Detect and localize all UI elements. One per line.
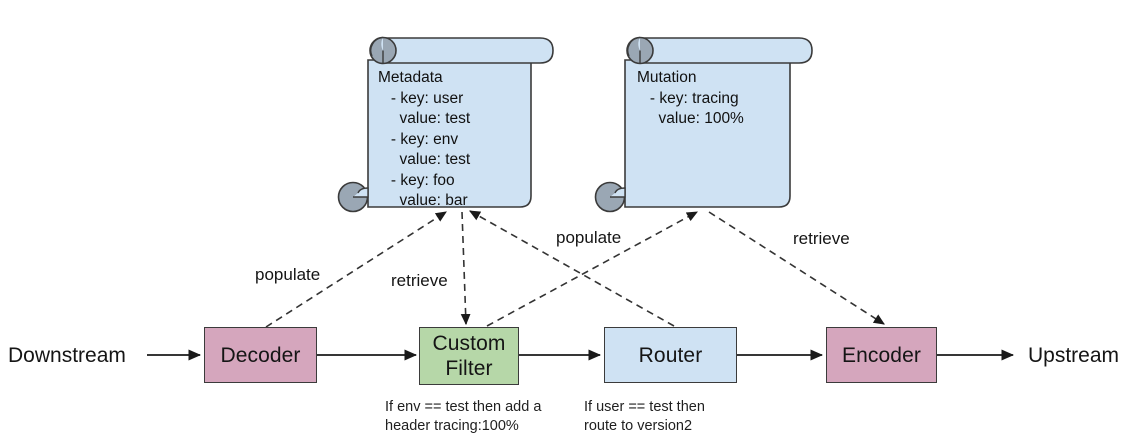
metadata-scroll-shape xyxy=(337,36,554,213)
caption-custom-filter: If env == test then add a header tracing… xyxy=(385,399,542,434)
edge-mutation-to-encoder xyxy=(708,211,885,325)
box-router[interactable]: Router xyxy=(604,327,737,383)
edge-custom-filter-to-mutation xyxy=(486,211,698,327)
endpoint-upstream: Upstream xyxy=(1028,344,1120,367)
box-decoder-label: Decoder xyxy=(220,343,301,367)
edge-label-retrieve-right: retrieve xyxy=(793,229,850,248)
mutation-scroll-shape xyxy=(594,36,813,213)
edge-router-to-metadata xyxy=(469,210,675,327)
box-custom-filter[interactable]: Custom Filter xyxy=(419,327,519,385)
endpoint-downstream: Downstream xyxy=(8,344,126,367)
box-encoder[interactable]: Encoder xyxy=(826,327,937,383)
edge-metadata-to-custom-filter xyxy=(460,211,471,326)
box-custom-filter-label: Custom Filter xyxy=(432,332,506,380)
box-router-label: Router xyxy=(638,343,703,367)
box-encoder-label: Encoder xyxy=(842,343,921,367)
box-decoder[interactable]: Decoder xyxy=(204,327,317,383)
edge-label-populate-right: populate xyxy=(556,228,622,247)
caption-router: If user == test then route to version2 xyxy=(584,399,705,434)
edge-label-retrieve-left: retrieve xyxy=(391,271,448,290)
edge-label-populate-left: populate xyxy=(255,265,321,284)
